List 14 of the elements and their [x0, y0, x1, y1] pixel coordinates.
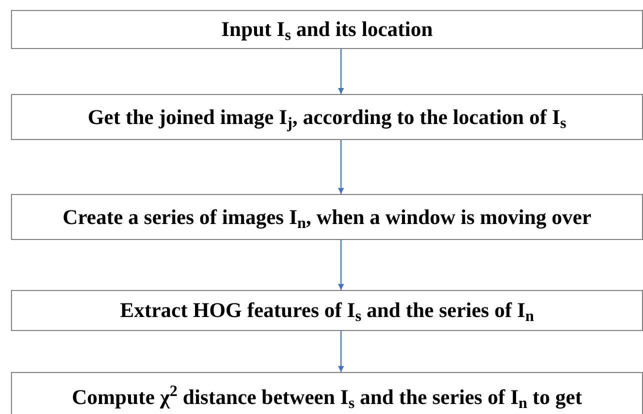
process-box — [11, 372, 643, 414]
step-text: Extract HOG features of I$_{s}$ and the series of I$_{n}$ — [120, 297, 534, 324]
step-text: Create a series of images I$_{n}$, when a window is moving over — [62, 204, 592, 230]
step-text: Compute χ$^{2}$ distance between I$_{s}$ and the series of I$_{n}$ to get — [72, 384, 582, 410]
process-box — [11, 194, 643, 240]
process-box — [11, 10, 643, 49]
arrow — [338, 240, 344, 290]
step-text: Get the joined image I$_{j}$, according to the location of I$_{s}$ — [88, 104, 566, 130]
step-text: Input I$_{s}$ and its location — [221, 16, 433, 43]
arrow — [338, 49, 344, 94]
process-box — [11, 290, 643, 331]
process-box — [11, 94, 643, 140]
arrow — [338, 140, 344, 194]
arrow — [338, 331, 344, 372]
